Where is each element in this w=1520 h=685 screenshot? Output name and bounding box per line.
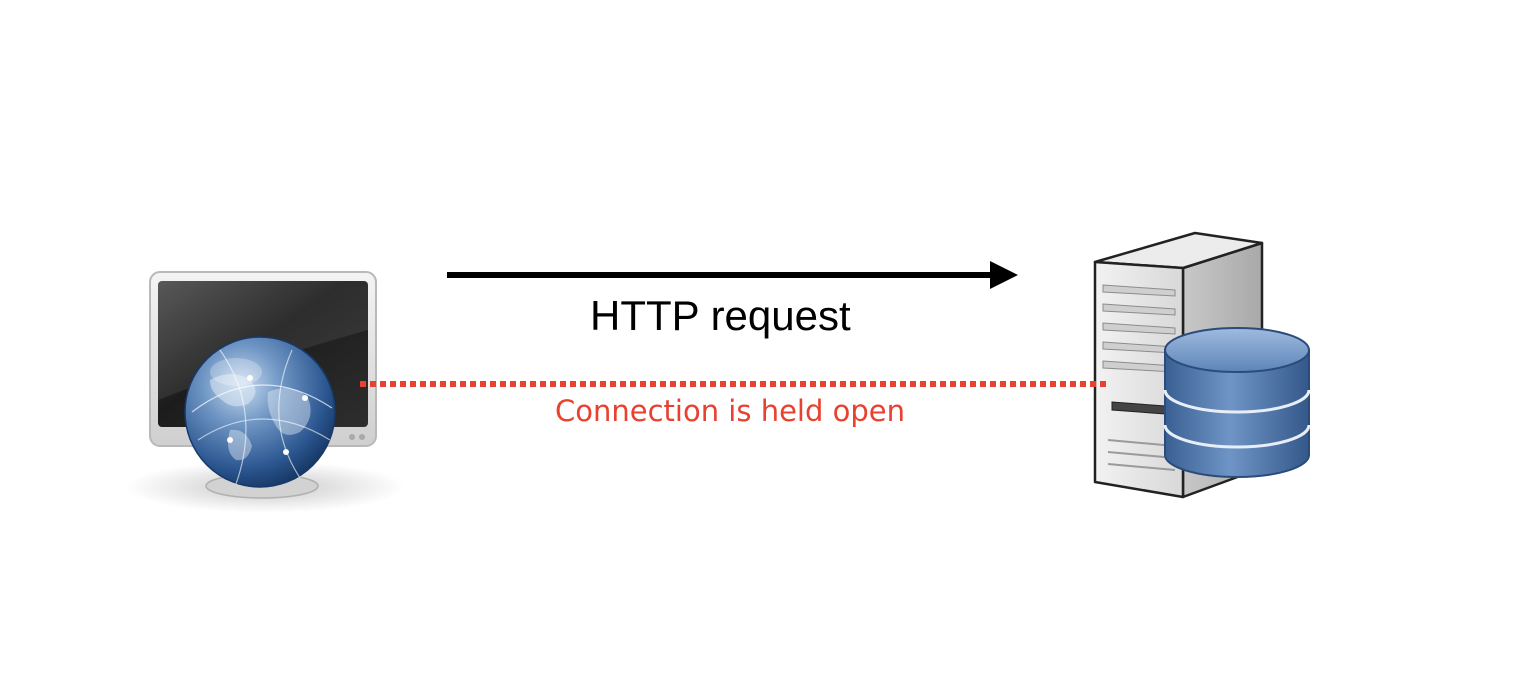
connection-held-open-label: Connection is held open bbox=[555, 394, 905, 428]
http-request-arrow bbox=[447, 261, 1018, 289]
http-request-label: HTTP request bbox=[590, 292, 851, 339]
client-browser-icon bbox=[125, 271, 405, 513]
server-database-icon bbox=[1093, 231, 1311, 499]
